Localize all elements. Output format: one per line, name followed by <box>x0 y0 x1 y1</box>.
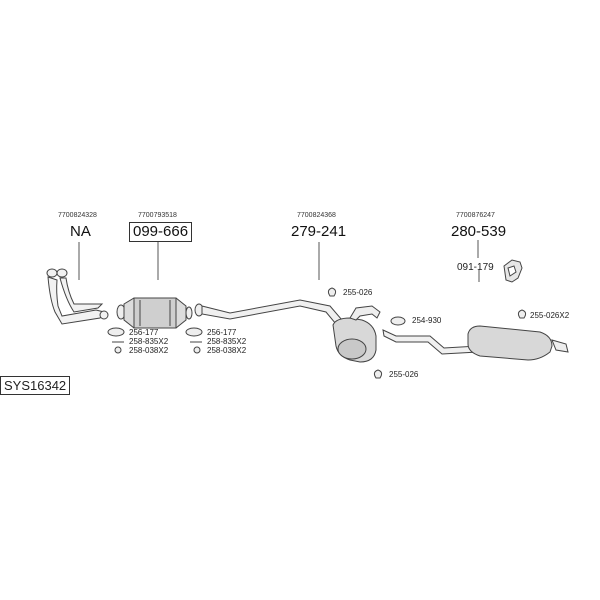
nut-icon <box>193 346 201 354</box>
front-pipe-part <box>46 268 109 325</box>
kit-item: 258-038X2 <box>207 346 247 355</box>
system-code-label: SYS16342 <box>0 376 71 395</box>
part-number-280-539: 280-539 <box>451 223 507 240</box>
tail-bracket-part <box>503 259 523 283</box>
oem-number-280-539: 7700876247 <box>456 212 495 219</box>
hanger-label: 255-026 <box>343 288 373 297</box>
kit-item: 258-835X2 <box>207 337 247 346</box>
clamp-label: 254-930 <box>412 316 442 325</box>
middle-silencer-part <box>194 299 381 363</box>
part-number-099-666: 099-666 <box>129 222 193 242</box>
kit-item: 256-177 <box>207 328 237 337</box>
rear-silencer-part <box>382 325 569 361</box>
part-number-279-241: 279-241 <box>291 223 347 240</box>
rubber-hanger-icon <box>373 369 383 379</box>
catalytic-converter-part <box>116 297 193 329</box>
oem-number-na: 7700824328 <box>58 212 97 219</box>
part-number-091-179: 091-179 <box>457 262 494 273</box>
hanger-label: 255-026 <box>389 370 419 379</box>
gasket-icon <box>107 327 125 337</box>
oem-number-279-241: 7700824368 <box>297 212 336 219</box>
part-number-na: NA <box>70 223 91 240</box>
oem-number-099-666: 7700793518 <box>138 212 177 219</box>
kit-item: 258-038X2 <box>129 346 169 355</box>
clamp-icon <box>390 316 406 326</box>
gasket-icon <box>185 327 203 337</box>
nut-icon <box>114 346 122 354</box>
rubber-hanger-icon <box>327 287 337 297</box>
kit-item: 256-177 <box>129 328 159 337</box>
kit-item: 258-835X2 <box>129 337 169 346</box>
rubber-hanger-icon <box>517 309 527 319</box>
hanger-label: 255-026X2 <box>530 311 570 320</box>
